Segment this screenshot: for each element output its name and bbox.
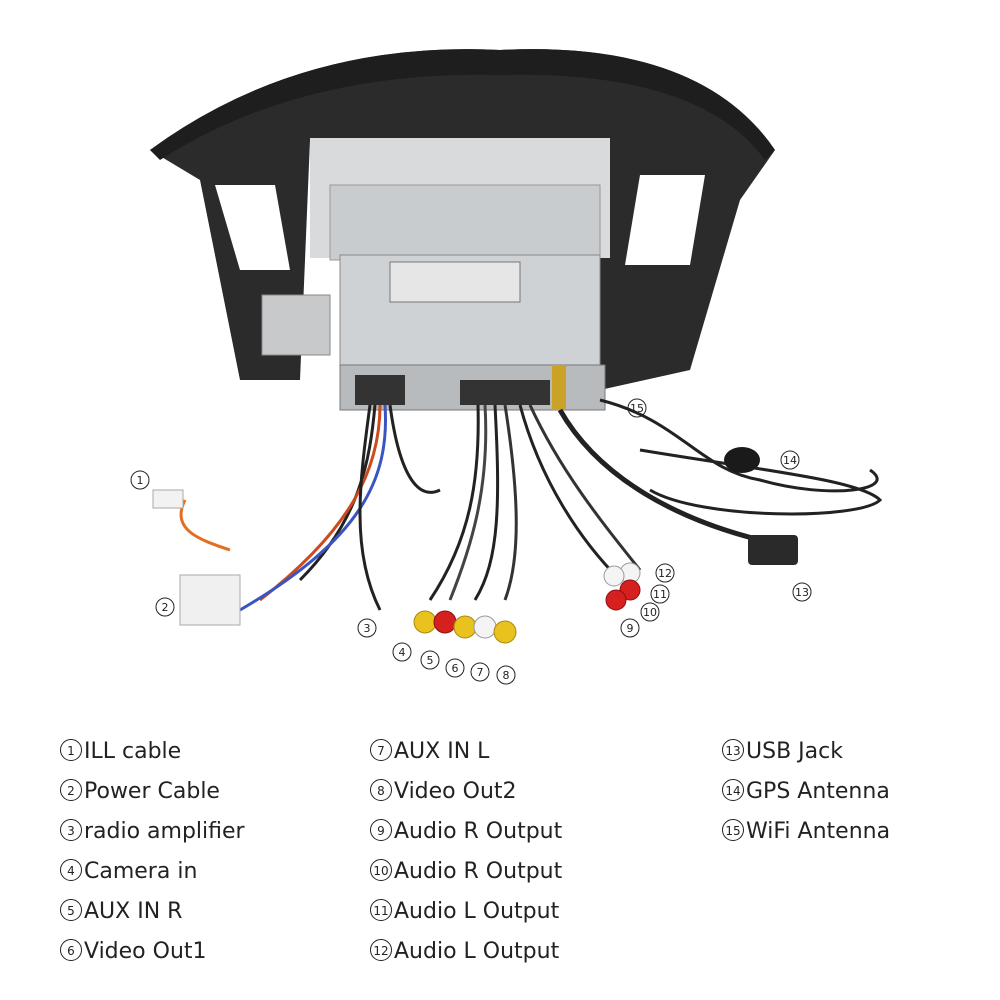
gps-antenna-icon [724,447,760,473]
callout-11: 11 [650,584,670,604]
callout-8: 8 [496,665,516,685]
callout-14: 14 [780,450,800,470]
callout-6: 6 [445,658,465,678]
callout-5: 5 [420,650,440,670]
svg-text:13: 13 [795,586,809,599]
svg-text:10: 10 [643,606,657,619]
svg-text:1: 1 [137,474,144,487]
callout-9: 9 [620,618,640,638]
callout-4: 4 [392,642,412,662]
callout-3: 3 [357,618,377,638]
rca-plugs [413,562,641,644]
svg-text:7: 7 [477,666,484,679]
wiring-harness [179,398,883,612]
svg-text:12: 12 [658,567,672,580]
ill-connector-icon [152,489,184,509]
callout-15: 15 [627,398,647,418]
callout-7: 7 [470,662,490,682]
svg-text:5: 5 [427,654,434,667]
callout-markers: 1 2 3 4 5 6 7 8 9 10 11 12 13 14 15 [130,398,812,685]
callout-2: 2 [155,597,175,617]
callout-1: 1 [130,470,150,490]
callout-12: 12 [655,563,675,583]
svg-text:11: 11 [653,588,667,601]
svg-text:14: 14 [783,454,797,467]
product-photo: 1 2 3 4 5 6 7 8 9 10 11 12 13 14 15 [130,49,883,685]
svg-text:3: 3 [364,622,371,635]
svg-text:15: 15 [630,402,644,415]
power-connector-icon [179,574,241,626]
svg-text:6: 6 [452,662,459,675]
svg-text:2: 2 [162,601,169,614]
svg-text:8: 8 [503,669,510,682]
usb-jack-icon [748,535,798,565]
callout-10: 10 [640,602,660,622]
callout-13: 13 [792,582,812,602]
svg-text:9: 9 [627,622,634,635]
svg-text:4: 4 [399,646,406,659]
